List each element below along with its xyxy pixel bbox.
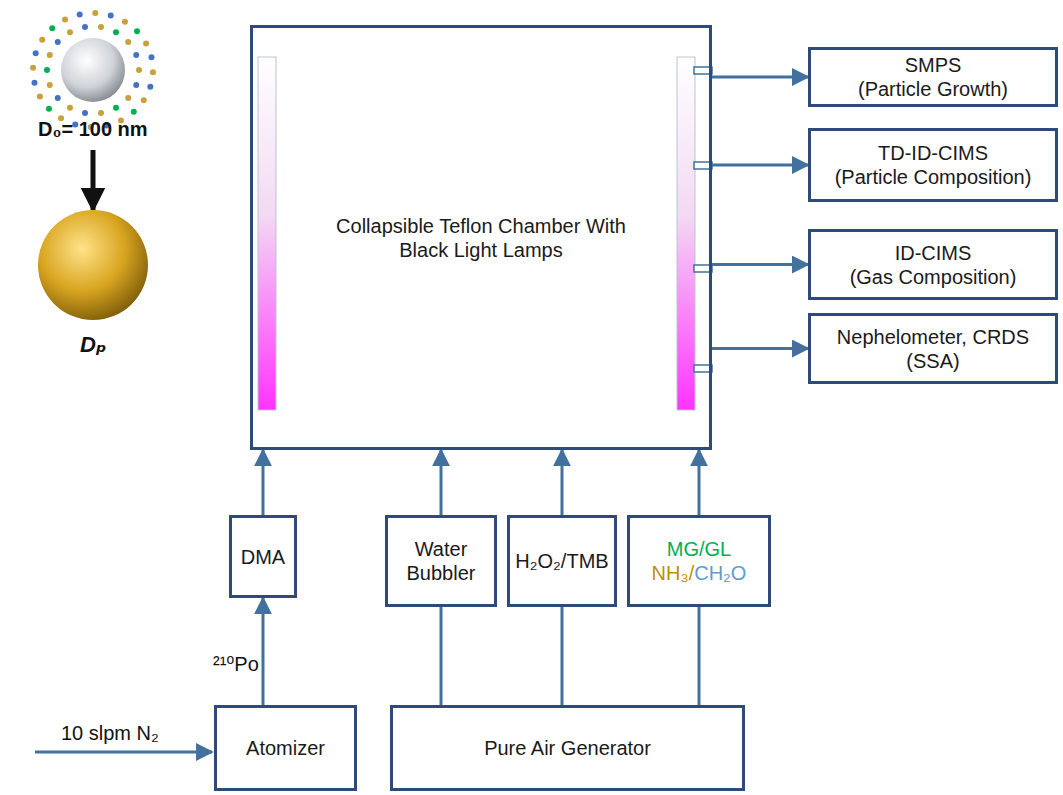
molecule-dot — [113, 29, 119, 35]
process-box: Atomizer — [214, 705, 357, 791]
box-title: Nephelometer, CRDS — [837, 325, 1029, 349]
flow-arrow — [561, 607, 564, 705]
box-title: H₂O₂/TMB — [515, 549, 608, 573]
box-title: Atomizer — [246, 736, 325, 760]
molecule-dot — [47, 52, 53, 58]
molecule-dot — [67, 29, 73, 35]
flow-arrow — [440, 450, 443, 515]
molecule-dot — [143, 40, 149, 46]
molecule-dot — [55, 39, 61, 45]
reagent-label: CH₂O — [694, 561, 746, 585]
flow-arrow — [262, 598, 265, 705]
molecule-dot — [44, 67, 50, 73]
molecule-dot — [62, 17, 68, 23]
flow-arrow — [561, 450, 564, 515]
box-title: Water Bubbler — [393, 537, 489, 585]
molecule-dot — [49, 25, 55, 31]
molecule-dot — [30, 65, 36, 71]
process-box: Pure Air Generator — [390, 705, 745, 791]
process-box: MG/GLNH₃/CH₂O — [627, 515, 771, 607]
diameter-label: Dₚ — [80, 332, 106, 358]
box-title: Collapsible Teflon Chamber With Black Li… — [321, 214, 641, 262]
box-title: Pure Air Generator — [484, 736, 651, 760]
flow-arrow — [698, 607, 701, 705]
process-box: DMA — [229, 515, 297, 598]
process-box: H₂O₂/TMB — [507, 515, 617, 607]
flow-arrow — [712, 76, 808, 79]
flow-arrow — [712, 164, 808, 167]
diameter-label: D₀= 100 nm — [38, 118, 148, 141]
box-subtitle: (Particle Composition) — [835, 165, 1032, 189]
molecule-dot — [134, 28, 140, 34]
molecule-dot — [133, 82, 139, 88]
molecule-dot — [47, 82, 53, 88]
instrument-box: TD-ID-CIMS(Particle Composition) — [808, 128, 1058, 202]
flow-arrow — [440, 607, 443, 705]
growth-arrow — [91, 150, 96, 210]
molecule-dot — [77, 11, 83, 17]
chamber-box: Collapsible Teflon Chamber With Black Li… — [250, 25, 712, 450]
text-row: MG/GL — [667, 537, 731, 561]
molecule-dot — [82, 24, 88, 30]
molecule-dot — [33, 50, 39, 56]
molecule-dot — [108, 13, 114, 19]
molecule-dot — [67, 105, 73, 111]
box-title: DMA — [241, 545, 285, 569]
instrument-box: ID-CIMS(Gas Composition) — [808, 229, 1058, 300]
molecule-dot — [55, 95, 61, 101]
molecule-dot — [147, 84, 153, 90]
molecule-dot — [98, 110, 104, 116]
reagent-label: MG/GL — [667, 537, 731, 561]
annotation: ²¹⁰Po — [213, 652, 259, 676]
instrument-box: SMPS(Particle Growth) — [808, 47, 1058, 107]
molecule-dot — [31, 80, 37, 86]
annotation: 10 slpm N₂ — [61, 722, 159, 745]
molecule-dot — [150, 69, 156, 75]
molecule-dot — [113, 105, 119, 111]
molecule-dot — [92, 10, 98, 16]
gas-molecules — [30, 10, 156, 130]
molecule-dot — [39, 37, 45, 43]
box-title: TD-ID-CIMS — [878, 141, 988, 165]
molecule-dot — [149, 54, 155, 60]
box-title: SMPS — [905, 53, 962, 77]
flow-arrow — [712, 347, 808, 350]
molecule-dot — [98, 24, 104, 30]
text-row: NH₃/CH₂O — [652, 561, 747, 585]
black-light-lamp — [677, 57, 695, 410]
molecule-dot — [46, 106, 52, 112]
molecule-dot — [136, 67, 142, 73]
molecule-dot — [125, 95, 131, 101]
molecule-dot — [37, 94, 43, 100]
molecule-dot — [131, 109, 137, 115]
nitrogen-inflow — [35, 751, 212, 754]
molecule-dot — [141, 97, 147, 103]
black-light-lamp — [258, 57, 276, 410]
molecule-dot — [133, 52, 139, 58]
molecule-dot — [125, 39, 131, 45]
instrument-box: Nephelometer, CRDS(SSA) — [808, 313, 1058, 384]
seed-particle — [61, 38, 125, 102]
box-subtitle: (Particle Growth) — [858, 77, 1008, 101]
molecule-dot — [122, 19, 128, 25]
flow-arrow — [262, 450, 265, 515]
reagent-label: NH₃/ — [652, 561, 695, 585]
flow-arrow — [698, 450, 701, 515]
process-box: Water Bubbler — [385, 515, 497, 607]
box-subtitle: (Gas Composition) — [850, 265, 1017, 289]
box-title: ID-CIMS — [895, 241, 972, 265]
box-subtitle: (SSA) — [906, 349, 959, 373]
flow-arrow — [712, 263, 808, 266]
grown-particle — [38, 210, 148, 320]
molecule-dot — [82, 110, 88, 116]
